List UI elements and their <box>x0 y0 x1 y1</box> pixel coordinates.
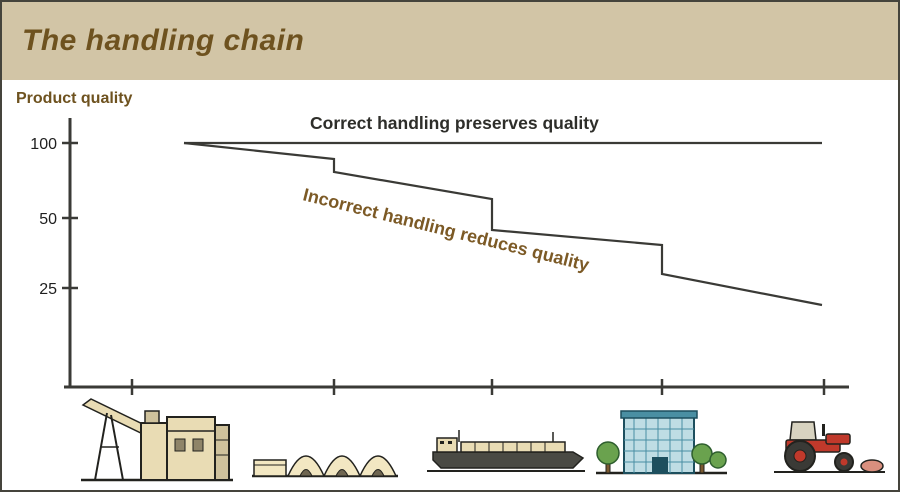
y-tick-label-25: 25 <box>39 281 57 298</box>
incorrect-handling-line <box>183 141 823 307</box>
correct-line-label: Correct handling preserves quality <box>310 113 599 133</box>
silo-column <box>214 424 230 481</box>
bridge-house <box>436 437 458 453</box>
arched-shed <box>358 455 398 477</box>
market-building-icon <box>596 410 727 475</box>
hull <box>432 451 585 469</box>
elevator-tower <box>140 422 168 481</box>
storage-sheds-icon <box>252 455 398 478</box>
cab <box>789 421 817 441</box>
exhaust-pipe <box>822 424 825 436</box>
entrance <box>652 457 668 473</box>
mill-building <box>166 416 216 481</box>
tractor-icon <box>774 421 885 473</box>
page-title: The handling chain <box>22 24 305 57</box>
tree <box>691 443 713 465</box>
incorrect-line-label: Incorrect handling reduces quality <box>301 184 591 275</box>
deck-cargo <box>460 441 566 453</box>
flat-warehouse <box>253 459 287 477</box>
seed-pile <box>860 459 884 473</box>
tree <box>596 441 620 465</box>
roof-band <box>620 410 698 419</box>
grain-elevator-icon <box>81 398 233 482</box>
y-axis-label: Product quality <box>16 90 133 107</box>
y-tick-label-100: 100 <box>30 136 57 153</box>
tree <box>709 451 727 469</box>
hood <box>825 433 851 445</box>
cargo-ship-icon <box>427 430 585 472</box>
header-band <box>2 2 898 80</box>
y-tick-label-50: 50 <box>39 211 57 228</box>
